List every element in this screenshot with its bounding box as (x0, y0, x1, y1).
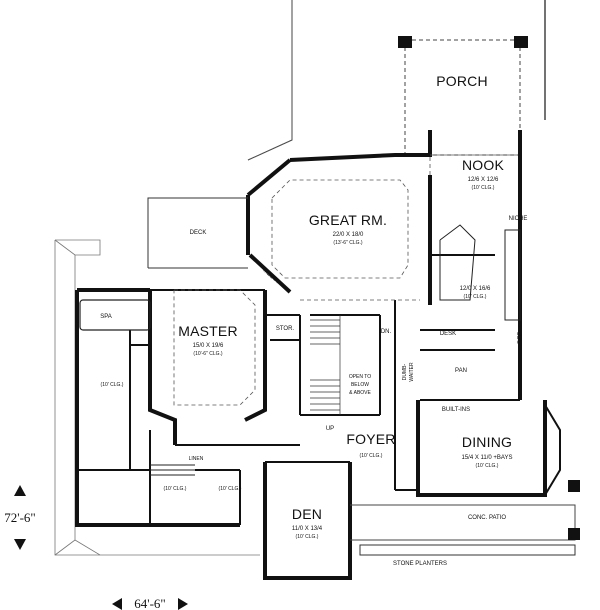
up-label: UP (326, 426, 334, 432)
depth-dimension: 72'-6" (4, 510, 35, 525)
deck-outline (147, 197, 248, 269)
ref-label: REF (518, 332, 524, 344)
spa-label: SPA (100, 314, 112, 320)
deck-label: DECK (190, 230, 207, 236)
left-arrow (112, 598, 122, 610)
dimension-arrows (14, 485, 188, 610)
spa-tub (79, 299, 151, 331)
open-label-2: BELOW (351, 382, 369, 388)
patio-posts (568, 480, 580, 540)
right-arrow (178, 598, 188, 610)
kitchen-counters (439, 224, 521, 321)
closet-hanging (150, 464, 195, 476)
patio-outline (350, 504, 576, 541)
dumbwaiter-label-1: DUMB- (402, 363, 408, 380)
planters-label: STONE PLANTERS (393, 561, 447, 567)
kitchen-size: 12/0 X 16/6 (460, 286, 491, 292)
den-size: 11/0 X 13/4 (292, 526, 323, 532)
dining-ceiling: (10' CLG.) (476, 463, 499, 469)
width-dimension: 64'-6" (134, 596, 165, 610)
porch-posts (398, 36, 528, 48)
patio-label: CONC. PATIO (468, 515, 506, 521)
stone-planters (359, 544, 576, 556)
master-label: MASTER (178, 323, 238, 339)
bath-ceiling: (10' CLG.) (101, 382, 124, 388)
nook-size: 12/6 X 12/6 (468, 177, 499, 183)
porch-outline (247, 0, 546, 161)
nook-label: NOOK (462, 157, 504, 173)
den-ceiling: (10' CLG.) (296, 534, 319, 540)
media-wall (248, 253, 292, 294)
master-size: 15/0 X 19/6 (193, 343, 224, 349)
stor-label: STOR. (276, 326, 295, 332)
dashed-lines (173, 139, 520, 406)
dining-size: 15/4 X 11/0 +BAYS (462, 455, 513, 461)
great-room-size: 22/0 X 18/0 (333, 232, 364, 238)
exterior-walls (75, 130, 547, 580)
up-arrow (14, 485, 26, 496)
desk-label: DESK (440, 331, 456, 337)
dumbwaiter-label-2: WAITER (409, 362, 415, 382)
open-label-3: & ABOVE (349, 390, 371, 396)
foyer-ceiling: (10' CLG.) (360, 453, 383, 459)
dn-label: DN. (381, 329, 392, 335)
roof-outline (54, 239, 260, 556)
down-arrow (14, 539, 26, 550)
great-room-label: GREAT RM. (309, 212, 387, 228)
builtins-label: BUILT-INS (442, 407, 470, 413)
kitchen-ceiling: (10' CLG.) (464, 294, 487, 300)
great-room-ceiling: (13'-6" CLG.) (333, 240, 362, 246)
dining-bay (544, 404, 561, 496)
stairs (310, 315, 341, 415)
interior-walls (77, 254, 520, 525)
dining-label: DINING (462, 434, 512, 450)
closet1-ceiling: (10' CLG.) (164, 486, 187, 492)
closet2-ceiling: (10' CLG.) (219, 486, 242, 492)
foyer-label: FOYER (346, 431, 395, 447)
open-label-1: OPEN TO (349, 374, 371, 380)
den-label: DEN (292, 506, 322, 522)
niche-label: NICHE (509, 216, 528, 222)
porch-label: PORCH (436, 73, 488, 89)
nook-ceiling: (10' CLG.) (472, 185, 495, 191)
linen-label: LINEN (189, 456, 204, 462)
master-ceiling: (10'-6" CLG.) (193, 351, 222, 357)
pan-label: PAN (455, 368, 467, 374)
